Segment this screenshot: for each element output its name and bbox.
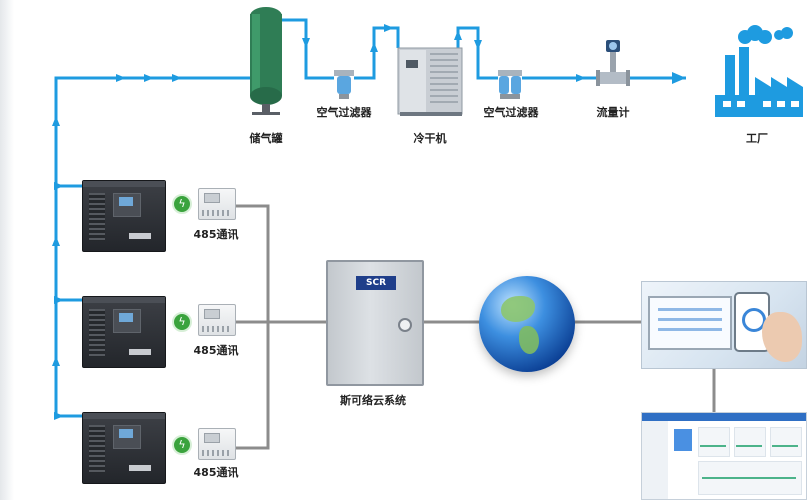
air-filter-2 bbox=[498, 70, 522, 99]
dryer-label: 冷干机 bbox=[413, 132, 447, 145]
dashboard-screenshot bbox=[641, 412, 807, 500]
factory-icon bbox=[715, 25, 803, 117]
air-filter-1 bbox=[334, 70, 354, 99]
refrigerated-dryer bbox=[397, 47, 463, 116]
power-icon-2: ϟ bbox=[172, 312, 192, 332]
storage-tank bbox=[250, 7, 282, 115]
power-icon-3: ϟ bbox=[172, 435, 192, 455]
power-icon-1: ϟ bbox=[172, 194, 192, 214]
storage-tank-label: 储气罐 bbox=[249, 132, 283, 145]
power-meter-3 bbox=[198, 428, 236, 460]
comm-label-3: 485通讯 bbox=[193, 466, 239, 479]
air-compressor-3 bbox=[82, 412, 166, 484]
flow-meter-label: 流量计 bbox=[596, 106, 630, 119]
comm-label-2: 485通讯 bbox=[193, 344, 239, 357]
air-filter-2-label: 空气过滤器 bbox=[483, 106, 539, 119]
power-meter-1 bbox=[198, 188, 236, 220]
scr-logo: SCR bbox=[356, 276, 396, 290]
internet-globe-icon bbox=[479, 276, 575, 372]
flow-meter bbox=[596, 40, 630, 86]
cabinet-knob bbox=[398, 318, 412, 332]
comm-label-1: 485通讯 bbox=[193, 228, 239, 241]
power-meter-2 bbox=[198, 304, 236, 336]
factory-label: 工厂 bbox=[746, 132, 768, 145]
cloud-cabinet: SCR bbox=[326, 260, 424, 386]
air-compressor-1 bbox=[82, 180, 166, 252]
cloud-system-label: 斯可络云系统 bbox=[340, 394, 406, 407]
mobile-monitoring-photo bbox=[641, 281, 807, 369]
flow-arrows bbox=[52, 24, 686, 420]
signal-cables bbox=[236, 204, 716, 450]
air-compressor-2 bbox=[82, 296, 166, 368]
air-filter-1-label: 空气过滤器 bbox=[316, 106, 372, 119]
left-edge-shade bbox=[0, 0, 14, 500]
